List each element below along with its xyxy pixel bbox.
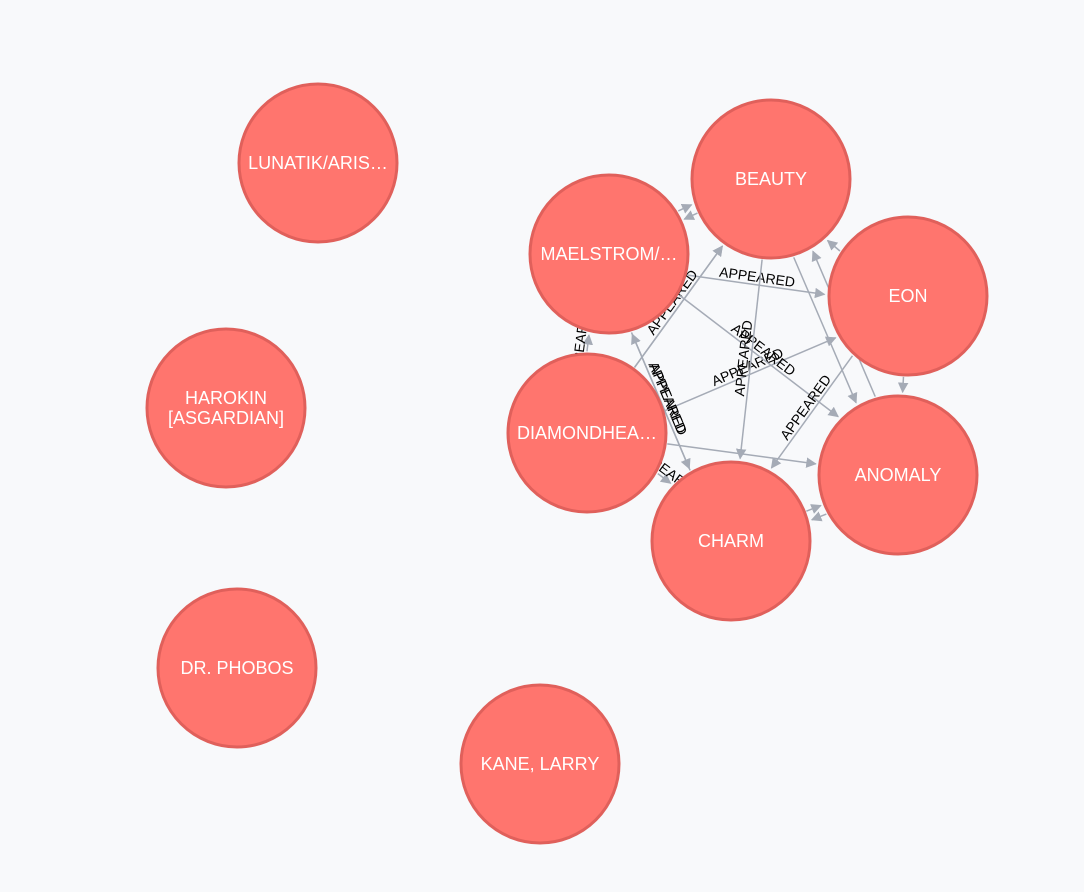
edge-line[interactable] xyxy=(683,210,698,220)
node-phobos[interactable]: DR. PHOBOS xyxy=(156,587,318,749)
node-diamondhead[interactable]: DIAMONDHEA… xyxy=(506,352,668,514)
node-circle[interactable] xyxy=(817,394,979,556)
node-circle[interactable] xyxy=(459,683,621,845)
edge-maelstrom-eon[interactable]: APPEARED xyxy=(687,264,826,299)
edge-line[interactable] xyxy=(793,257,858,404)
node-kane[interactable]: KANE, LARRY xyxy=(459,683,621,845)
edge-anomaly-charm[interactable] xyxy=(810,511,827,522)
node-label: LUNATIK/ARIS… xyxy=(248,153,388,173)
node-charm[interactable]: CHARM xyxy=(650,460,812,622)
node-label: MAELSTROM/… xyxy=(540,244,677,264)
edge-label: APPEARED xyxy=(718,264,796,290)
node-beauty[interactable]: BEAUTY xyxy=(690,98,852,260)
node-lunatik[interactable]: LUNATIK/ARIS… xyxy=(237,82,399,244)
node-circle[interactable] xyxy=(237,82,399,244)
node-label: DIAMONDHEA… xyxy=(517,423,657,443)
edge-eon-anomaly[interactable] xyxy=(897,376,909,394)
node-label: ANOMALY xyxy=(855,465,942,485)
edge-line[interactable] xyxy=(806,504,822,514)
edge-line[interactable] xyxy=(582,334,594,352)
node-circle[interactable] xyxy=(506,352,668,514)
node-label: DR. PHOBOS xyxy=(180,658,293,678)
edge-line[interactable] xyxy=(810,511,827,522)
edge-line[interactable] xyxy=(770,355,854,469)
edge-line[interactable] xyxy=(897,376,909,394)
node-label: EON xyxy=(888,286,927,306)
edge-beauty-anomaly[interactable] xyxy=(793,257,858,404)
node-label: HAROKIN xyxy=(185,388,267,408)
edge-maelstrom-beauty[interactable] xyxy=(677,204,693,214)
node-circle[interactable] xyxy=(156,587,318,749)
node-anomaly[interactable]: ANOMALY xyxy=(817,394,979,556)
edge-line[interactable] xyxy=(677,204,693,214)
edge-line[interactable] xyxy=(665,336,837,412)
edge-line[interactable] xyxy=(687,274,826,299)
edge-line[interactable] xyxy=(657,473,672,484)
node-label: BEAUTY xyxy=(735,169,807,189)
edge-line[interactable] xyxy=(735,259,763,460)
node-circle[interactable] xyxy=(690,98,852,260)
node-circle[interactable] xyxy=(145,327,307,489)
node-circle[interactable] xyxy=(650,460,812,622)
edge-diamondhead-beauty[interactable] xyxy=(633,245,723,368)
edge-charm-anomaly[interactable] xyxy=(806,504,822,514)
edge-line[interactable] xyxy=(633,245,723,368)
node-label: CHARM xyxy=(698,531,764,551)
edge-line[interactable] xyxy=(678,294,839,418)
node-circle[interactable] xyxy=(827,215,989,377)
edge-beauty-maelstrom[interactable] xyxy=(683,210,698,220)
edge-line[interactable] xyxy=(826,239,841,252)
edge-eon-beauty[interactable] xyxy=(826,239,841,252)
node-harokin[interactable]: HAROKIN[ASGARDIAN] xyxy=(145,327,307,489)
node-maelstrom[interactable]: MAELSTROM/… xyxy=(528,173,690,335)
nodes-layer: LUNATIK/ARIS… HAROKIN[ASGARDIAN] DR. PHOBO… xyxy=(145,82,989,845)
node-eon[interactable]: EON xyxy=(827,215,989,377)
node-label: KANE, LARRY xyxy=(481,754,600,774)
node-circle[interactable] xyxy=(528,173,690,335)
node-label: [ASGARDIAN] xyxy=(168,408,284,428)
